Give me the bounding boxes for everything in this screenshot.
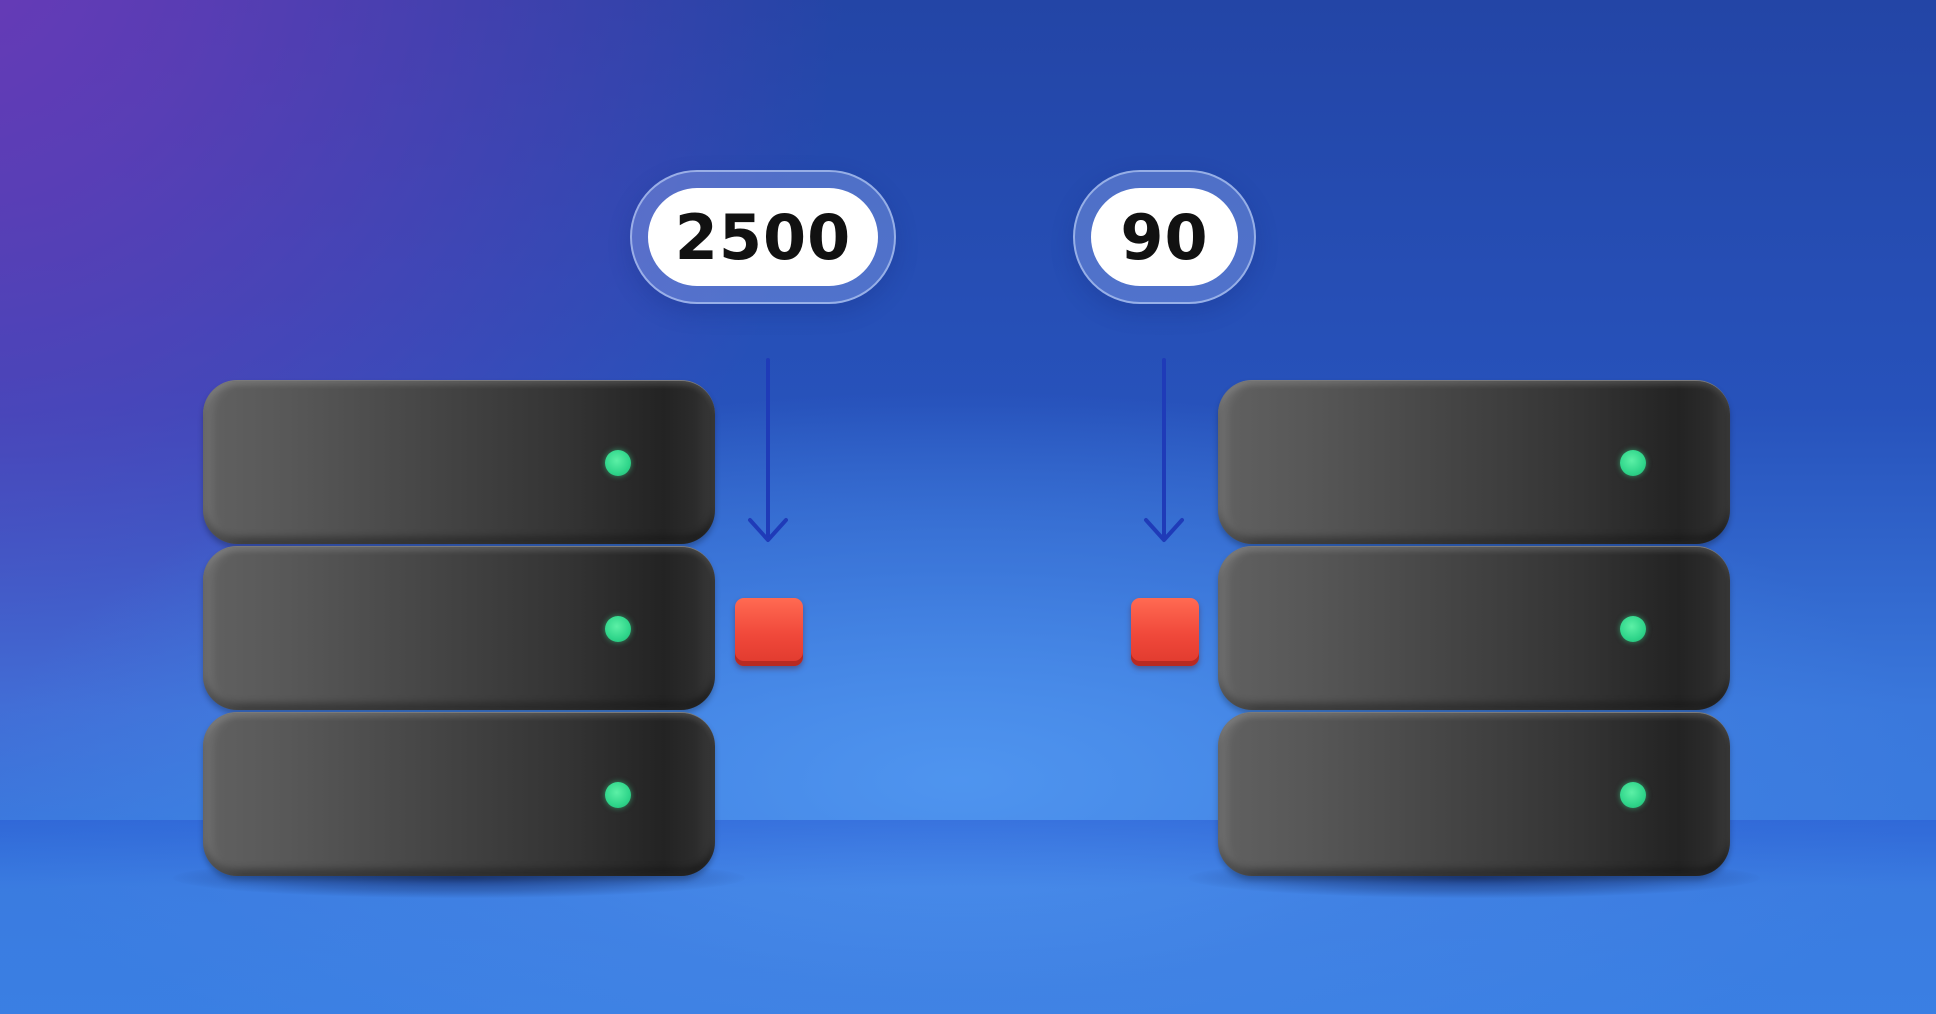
status-led-icon <box>605 450 631 476</box>
status-led-icon <box>1620 616 1646 642</box>
count-label-right: 90 <box>1091 188 1238 286</box>
count-label-left: 2500 <box>648 188 878 286</box>
server-unit-middle <box>1218 546 1730 710</box>
count-pill-right: 90 <box>1073 170 1256 304</box>
server-unit-bottom <box>1218 712 1730 876</box>
status-led-icon <box>1620 782 1646 808</box>
count-pill-left: 2500 <box>630 170 896 304</box>
server-unit-middle <box>203 546 715 710</box>
arrow-down-icon <box>1144 358 1184 542</box>
server-stack-left <box>173 380 745 898</box>
server-unit-bottom <box>203 712 715 876</box>
server-unit-top <box>1218 380 1730 544</box>
server-stack-right <box>1188 380 1760 898</box>
server-unit-top <box>203 380 715 544</box>
connection-port-right <box>1131 598 1199 666</box>
arrow-down-icon <box>748 358 788 542</box>
status-led-icon <box>1620 450 1646 476</box>
connection-port-left <box>735 598 803 666</box>
status-led-icon <box>605 782 631 808</box>
status-led-icon <box>605 616 631 642</box>
